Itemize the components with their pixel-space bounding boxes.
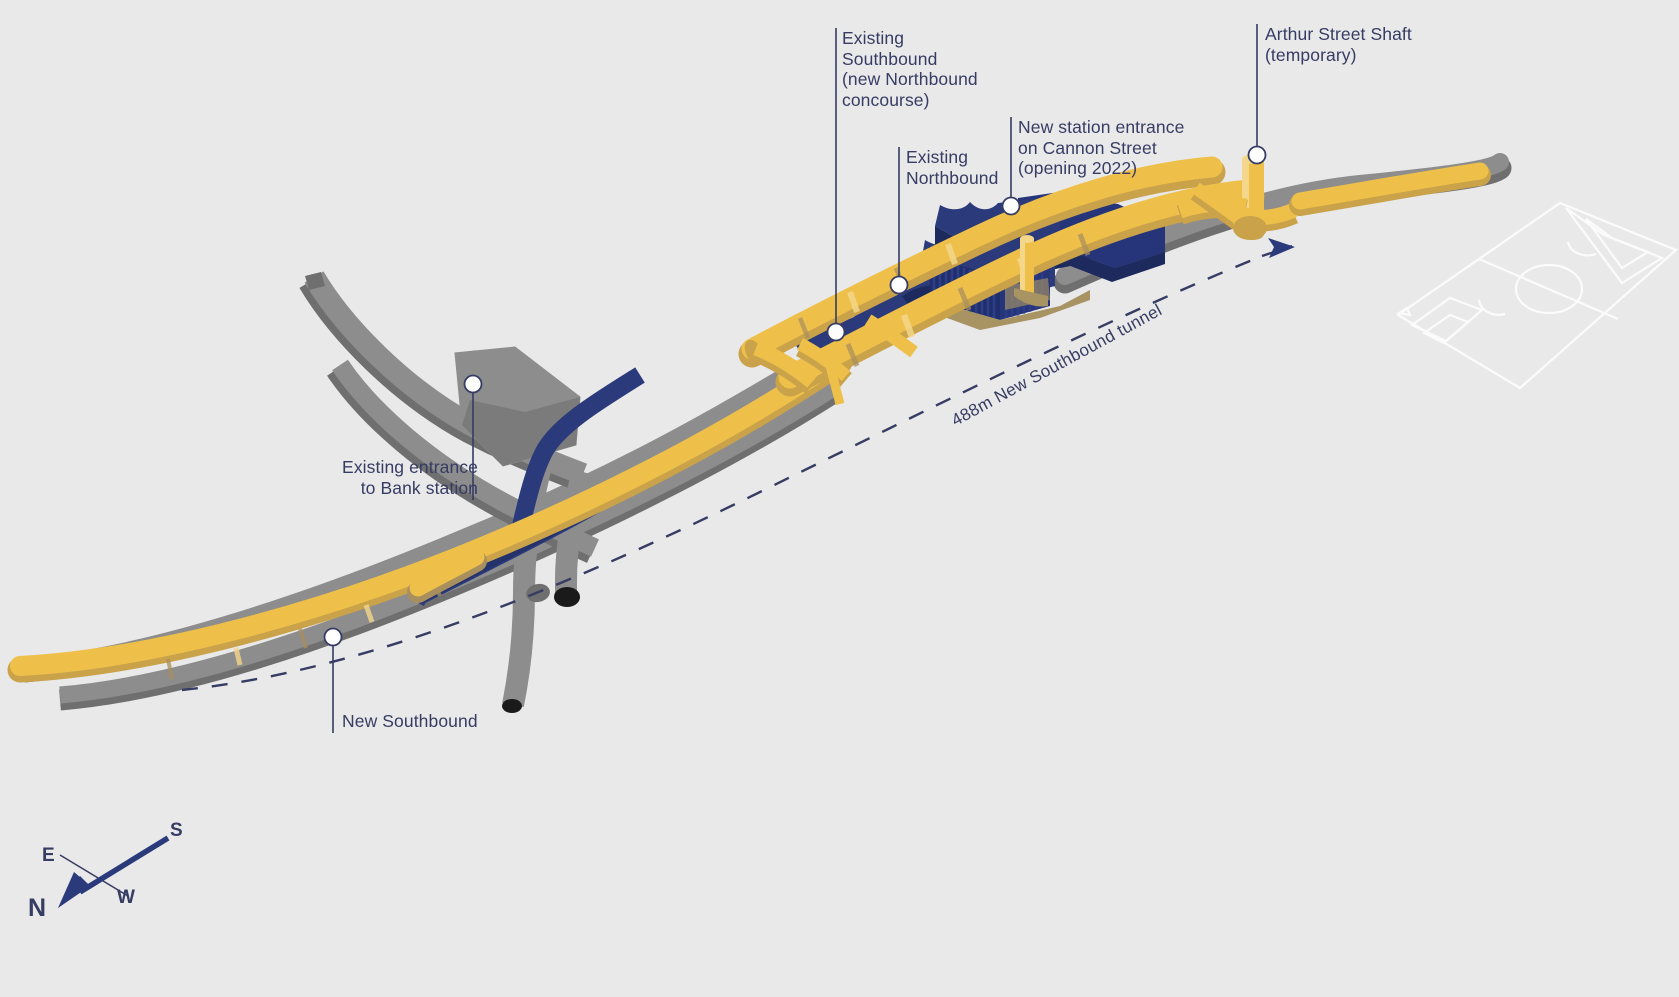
compass-s: S	[170, 820, 183, 841]
callout-marker-existing-northbound[interactable]	[889, 275, 909, 295]
callout-marker-arthur-street-shaft[interactable]	[1247, 145, 1267, 165]
new-tunnel-northeast-continuation	[1289, 162, 1491, 216]
callout-label-existing-entrance-bank-station: Existing entrance to Bank station	[342, 457, 478, 498]
football-pitch-outline	[1395, 201, 1679, 390]
compass-w: W	[117, 887, 135, 908]
arthur-street-junction	[1176, 182, 1299, 240]
new-southbound-tunnel-alignment-line	[181, 238, 1295, 692]
navy-escalator-incline	[511, 367, 645, 533]
callout-marker-new-southbound[interactable]	[323, 627, 343, 647]
callout-label-new-southbound: New Southbound	[342, 711, 478, 731]
callout-leaders-group	[323, 24, 1267, 733]
new-southbound-branch-left	[407, 548, 487, 603]
existing-escalator-tunnel-upper	[299, 271, 588, 491]
compass-n: N	[28, 894, 47, 922]
callout-label-existing-southbound: Existing Southbound (new Northbound conc…	[842, 28, 978, 110]
callout-label-new-station-entrance-cannon-street: New station entrance on Cannon Street (o…	[1018, 117, 1185, 178]
callout-label-arthur-street-shaft: Arthur Street Shaft (temporary)	[1265, 24, 1412, 65]
new-station-vertical-shaft	[1014, 235, 1048, 307]
callout-marker-new-station-entrance-cannon-street[interactable]	[1001, 196, 1021, 216]
callout-label-existing-northbound: Existing Northbound	[906, 147, 999, 188]
new-tunnel-spur-cluster	[752, 314, 918, 406]
new-tunnel-trunk-upper	[738, 156, 1226, 368]
callout-marker-existing-southbound[interactable]	[826, 322, 846, 342]
compass-e: E	[42, 845, 55, 866]
compass-rose	[58, 835, 170, 908]
callout-marker-existing-entrance-bank-station[interactable]	[463, 374, 483, 394]
